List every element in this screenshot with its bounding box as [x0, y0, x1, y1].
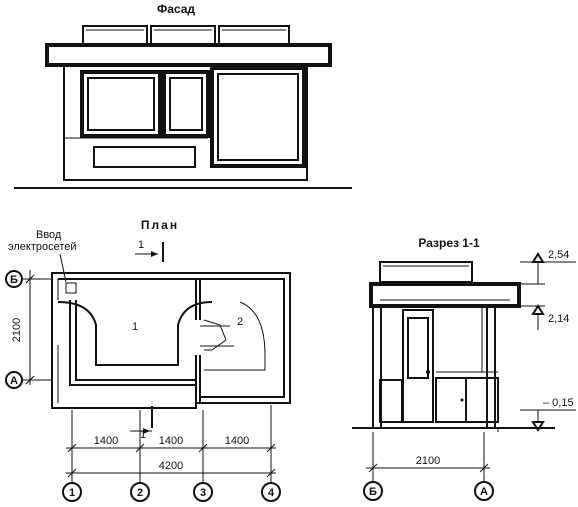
- level-top: 2,54: [520, 249, 576, 285]
- svg-text:3: 3: [200, 487, 206, 499]
- level-ground: – 0,15: [520, 397, 576, 432]
- svg-text:А: А: [480, 486, 488, 498]
- plan-title: План: [141, 218, 179, 232]
- dim-bay-3: 1400: [225, 435, 249, 447]
- plan-axis-4: 4: [261, 482, 281, 502]
- plan-axis-a: А: [5, 371, 30, 389]
- facade-body: [63, 65, 308, 181]
- level-top-value: 2,54: [548, 249, 569, 261]
- svg-text:2100: 2100: [416, 455, 440, 467]
- section-axis-b: Б: [363, 481, 383, 501]
- facade-view: Фасад: [14, 2, 352, 189]
- dim-bays: 1400 1400 1400: [66, 435, 276, 453]
- dim-left-value: 2100: [11, 318, 23, 342]
- plan-view: План Ввод электросетей 1: [5, 218, 291, 502]
- svg-text:4: 4: [268, 487, 275, 499]
- svg-text:2: 2: [137, 487, 143, 499]
- entry-label-line1: Ввод: [36, 229, 62, 241]
- svg-text:А: А: [10, 375, 18, 387]
- entry-label-line2: электросетей: [8, 241, 77, 253]
- section-mark-bottom: 1: [130, 406, 153, 441]
- svg-text:1: 1: [138, 239, 144, 251]
- entry-leader: [59, 253, 67, 283]
- section-sign: [379, 261, 473, 283]
- section-walls: [372, 305, 499, 429]
- section-axis-a: А: [474, 481, 494, 501]
- plan-axis-1: 1: [62, 482, 82, 502]
- svg-text:Б: Б: [10, 274, 18, 286]
- facade-canopy: [45, 43, 332, 67]
- room-1-label: 1: [132, 321, 138, 333]
- facade-windows: [80, 66, 306, 168]
- section-mark-top: 1: [135, 239, 164, 262]
- facade-roof-panels: [82, 25, 290, 45]
- plan-axis-3: 3: [193, 482, 213, 502]
- level-mid-value: 2,14: [548, 313, 569, 325]
- plan-door-swings: [57, 301, 266, 371]
- plan-axis-2: 2: [130, 482, 150, 502]
- dim-total: 4200: [66, 460, 276, 478]
- svg-text:Б: Б: [369, 486, 377, 498]
- svg-text:1: 1: [140, 429, 146, 441]
- section-view: Разрез 1-1 2,54: [352, 236, 576, 501]
- facade-sign-panel: [93, 146, 196, 168]
- svg-text:1: 1: [69, 487, 75, 499]
- plan-axis-b: Б: [5, 270, 30, 288]
- section-dim-width: 2100: [366, 432, 490, 482]
- section-title: Разрез 1-1: [418, 236, 480, 250]
- level-ground-value: – 0,15: [543, 397, 574, 409]
- dim-bay-1: 1400: [94, 435, 118, 447]
- level-mid: 2,14: [520, 304, 569, 330]
- facade-title: Фасад: [157, 2, 195, 16]
- plan-walls: [51, 272, 291, 409]
- room-2-label: 2: [237, 316, 243, 328]
- bay-extension-lines: [71, 405, 272, 482]
- dim-left: 2100: [11, 270, 52, 385]
- dim-total-value: 4200: [159, 460, 183, 472]
- section-canopy: [369, 282, 521, 308]
- dim-bay-2: 1400: [159, 435, 183, 447]
